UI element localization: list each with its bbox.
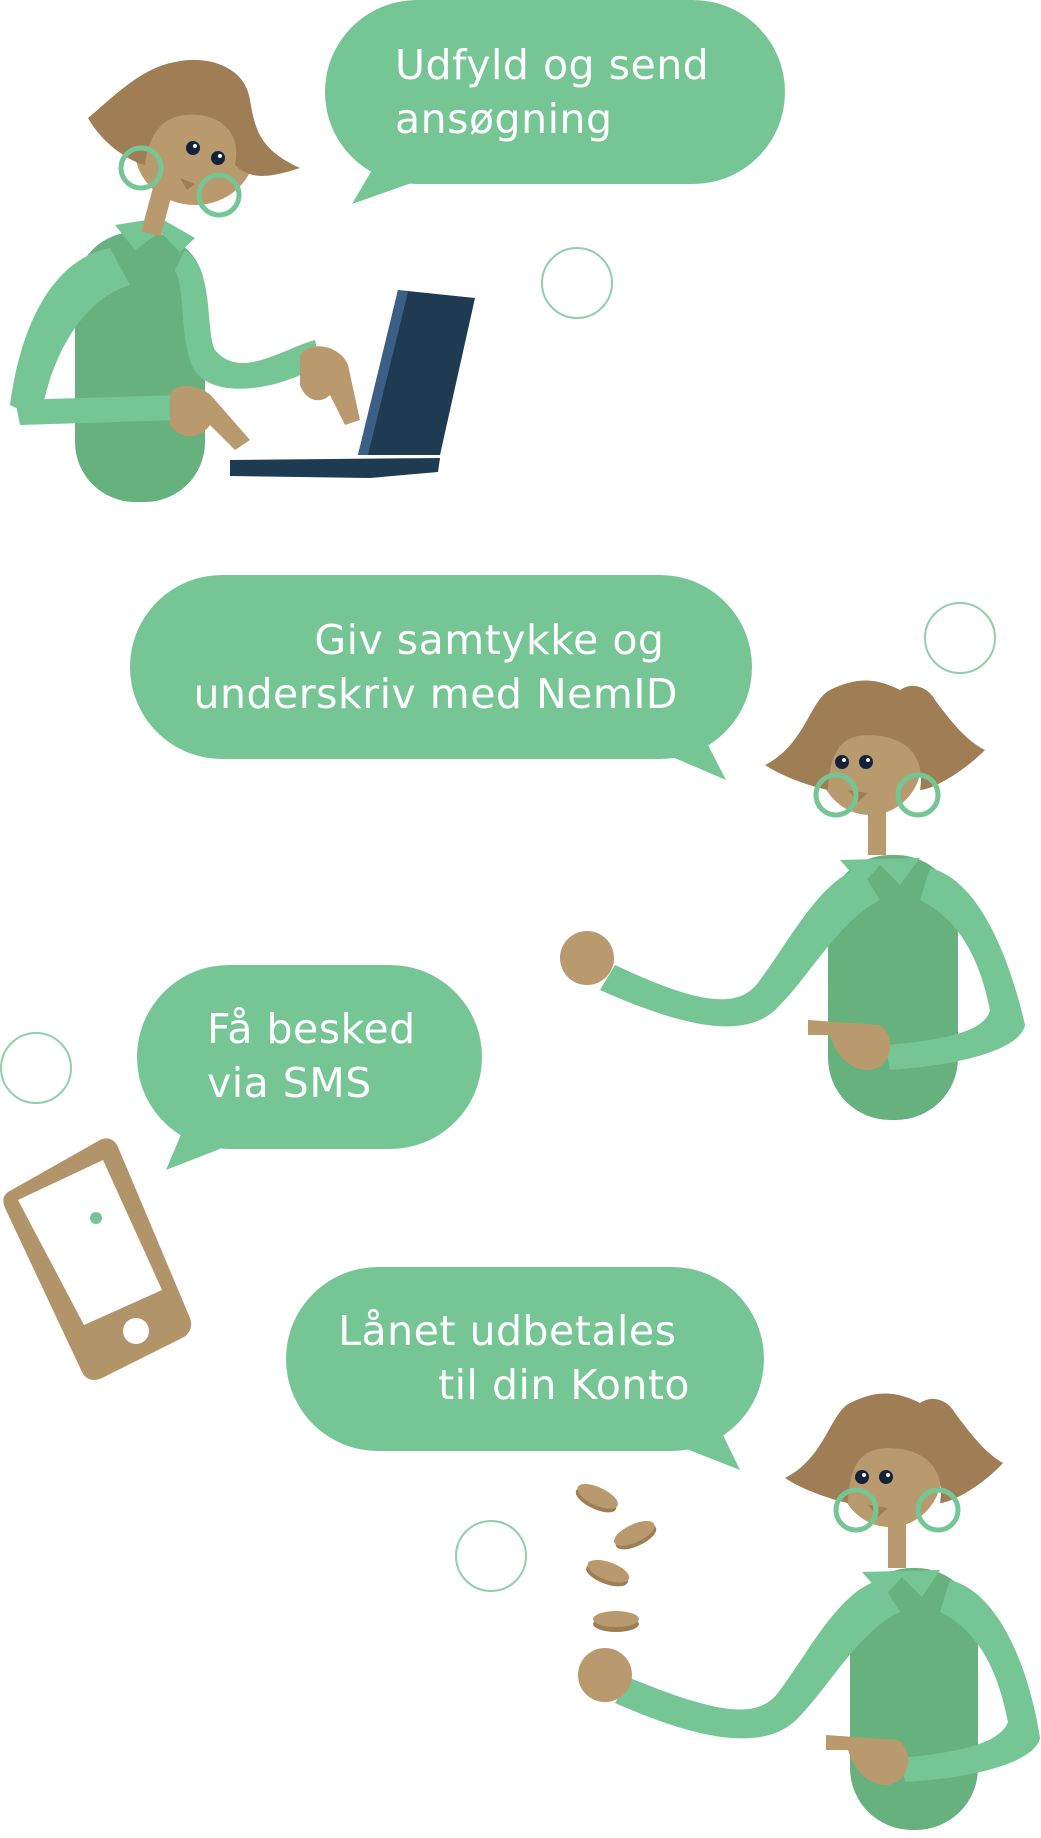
speech-bubble-4: Lånet udbetales til din Konto bbox=[286, 1267, 764, 1470]
speech-bubble-1: Udfyld og send ansøgning bbox=[325, 0, 785, 204]
svg-text:Giv samtykke og unders: Giv samtykke og underskriv med NemID bbox=[194, 616, 678, 718]
woman-with-coins-icon bbox=[578, 1393, 1040, 1830]
woman-at-laptop-icon bbox=[10, 59, 475, 502]
ring-icon bbox=[0, 1032, 72, 1104]
step-4-line-2: til din Konto bbox=[438, 1361, 690, 1409]
woman-pointing-icon bbox=[560, 680, 1025, 1120]
ring-icon bbox=[455, 1520, 527, 1592]
step-3: Få besked via SMS bbox=[3, 965, 482, 1380]
speech-bubble-2: Giv samtykke og underskriv med NemID bbox=[130, 575, 752, 780]
svg-text:Få besked via SMS: Få besked via SMS bbox=[207, 1005, 429, 1107]
smartphone-icon bbox=[3, 1138, 192, 1380]
ring-icon bbox=[541, 247, 613, 319]
step-3-line-2: via SMS bbox=[207, 1059, 372, 1107]
svg-text:Lånet udbetales til di: Lånet udbetales til din Konto bbox=[338, 1307, 690, 1409]
speech-bubble-3: Få besked via SMS bbox=[137, 965, 482, 1170]
ring-icon bbox=[924, 602, 996, 674]
step-3-line-1: Få besked bbox=[207, 1005, 416, 1053]
step-4: Lånet udbetales til din Konto bbox=[286, 1267, 1040, 1830]
step-2: Giv samtykke og underskriv med NemID bbox=[130, 575, 1025, 1120]
coins-icon bbox=[575, 1484, 657, 1632]
step-1-line-2: ansøgning bbox=[395, 95, 612, 143]
svg-text:Udfyld og send ansøgni: Udfyld og send ansøgning bbox=[395, 41, 723, 143]
decorative-rings bbox=[0, 247, 996, 1592]
step-2-line-1: Giv samtykke og bbox=[314, 616, 664, 664]
step-1-line-1: Udfyld og send bbox=[395, 41, 709, 89]
step-1: Udfyld og send ansøgning bbox=[10, 0, 785, 502]
step-2-line-2: underskriv med NemID bbox=[194, 670, 678, 718]
step-4-line-1: Lånet udbetales bbox=[338, 1307, 676, 1355]
